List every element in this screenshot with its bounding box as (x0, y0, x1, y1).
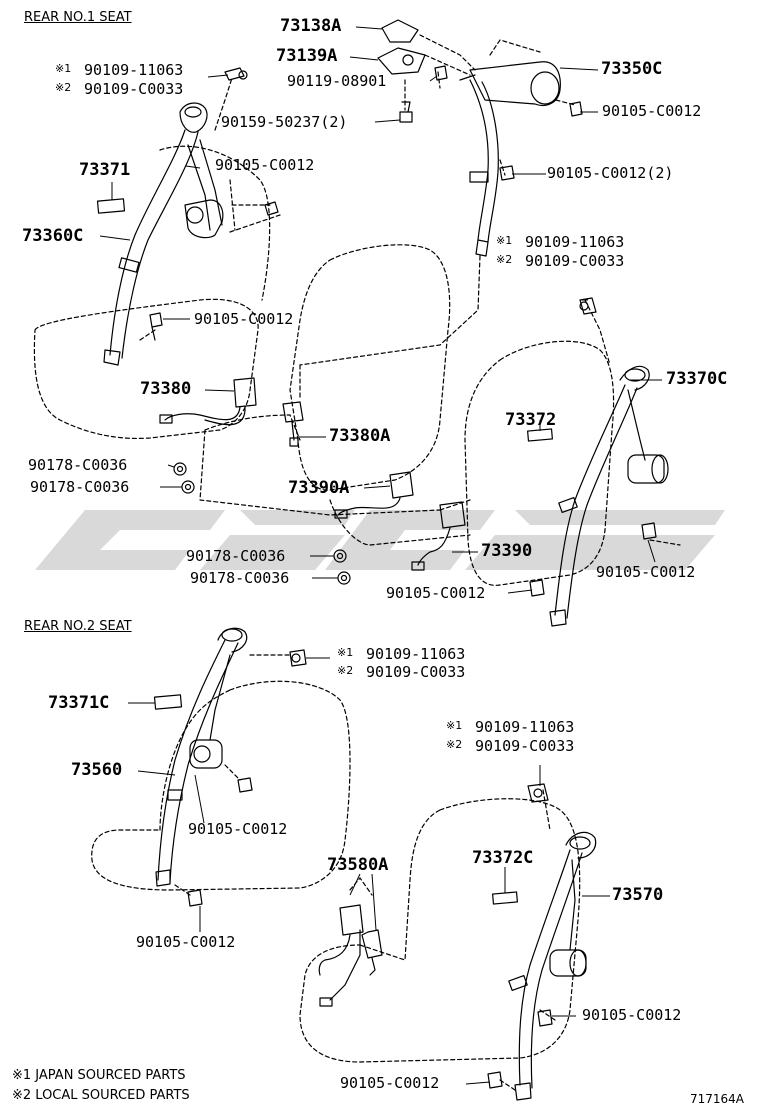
part-label-73372C: 73372C (472, 848, 534, 868)
marker-japan: ※1 (55, 62, 72, 75)
part-label-90105-C0012-c: 90105-C0012 (194, 310, 294, 328)
part-label-73371: 73371 (79, 160, 131, 180)
part-label-73560: 73560 (71, 760, 123, 780)
part-label-90105-C0012-a: 90105-C0012 (215, 156, 315, 174)
part-label-73390: 73390 (481, 541, 533, 561)
part-label-90178-C0036-c: 90178-C0036 (186, 547, 286, 565)
footnote-japan-sourced: ※1 JAPAN SOURCED PARTS (12, 1068, 186, 1083)
part-label-bolt2-japan: 90109-11063 (525, 233, 625, 251)
watermark-logo (35, 510, 725, 570)
part-label-73580A: 73580A (327, 855, 389, 875)
section-heading-rear-no2: REAR NO.2 SEAT (24, 619, 132, 634)
marker-local: ※2 (55, 81, 72, 94)
part-label-73138A: 73138A (280, 16, 342, 36)
part-label-bolt3-local: 90109-C0033 (366, 663, 466, 681)
marker-japan-2: ※1 (496, 234, 513, 247)
part-label-bolt4-local: 90109-C0033 (475, 737, 575, 755)
marker-local-2: ※2 (496, 253, 513, 266)
part-label-90105-C0012-g: 90105-C0012 (188, 820, 288, 838)
part-label-bolt2-local: 90109-C0033 (525, 252, 625, 270)
part-label-73570: 73570 (612, 885, 664, 905)
marker-local-4: ※2 (446, 738, 463, 751)
part-label-90159-50237: 90159-50237(2) (221, 113, 348, 131)
part-label-73139A: 73139A (276, 46, 338, 66)
part-label-90105-C0012-i: 90105-C0012 (582, 1006, 682, 1024)
part-label-90105-C0012-e: 90105-C0012 (596, 563, 696, 581)
part-label-90178-C0036-d: 90178-C0036 (190, 569, 290, 587)
part-label-90105-C0012-top: 90105-C0012 (602, 102, 702, 120)
part-label-90105-C0012-j: 90105-C0012 (340, 1074, 440, 1092)
part-label-90105-C0012-f: 90105-C0012 (386, 584, 486, 602)
part-label-90178-C0036-a: 90178-C0036 (28, 456, 128, 474)
part-label-90178-C0036-b: 90178-C0036 (30, 478, 130, 496)
marker-japan-4: ※1 (446, 719, 463, 732)
part-label-bolt1-japan: 90109-11063 (84, 61, 184, 79)
marker-local-3: ※2 (337, 664, 354, 677)
part-label-73372: 73372 (505, 410, 557, 430)
part-label-73380: 73380 (140, 379, 192, 399)
part-label-bolt3-japan: 90109-11063 (366, 645, 466, 663)
part-label-90105-C0012-b: 90105-C0012(2) (547, 164, 674, 182)
part-label-90105-C0012-h: 90105-C0012 (136, 933, 236, 951)
part-label-90119-08901: 90119-08901 (287, 72, 387, 90)
footnote-local-sourced: ※2 LOCAL SOURCED PARTS (12, 1088, 190, 1103)
part-label-73390A: 73390A (288, 478, 350, 498)
part-label-73360C: 73360C (22, 226, 84, 246)
part-label-73380A: 73380A (329, 426, 391, 446)
part-label-73370C: 73370C (666, 369, 728, 389)
part-label-bolt4-japan: 90109-11063 (475, 718, 575, 736)
part-label-bolt1-local: 90109-C0033 (84, 80, 184, 98)
part-label-73350C: 73350C (601, 59, 663, 79)
part-label-73371C: 73371C (48, 693, 110, 713)
section-heading-rear-no1: REAR NO.1 SEAT (24, 10, 132, 25)
figure-id: 717164A (690, 1092, 745, 1106)
marker-japan-3: ※1 (337, 646, 354, 659)
